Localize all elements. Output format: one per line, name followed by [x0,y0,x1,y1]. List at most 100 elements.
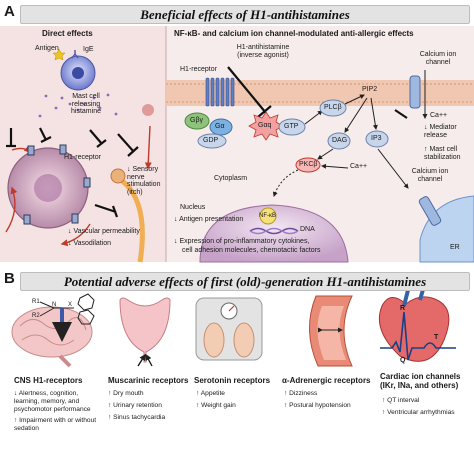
up-arrow-glyph: ↑ [108,390,112,397]
weight-scale-icon [195,297,263,361]
down-arrow-glyph: ↓ [68,228,72,235]
sensory-nerve-label: ↓ Sensory nerve stimulation (itch) [127,166,165,197]
up-arrow-glyph: ↑ [382,409,386,417]
list-item-text: Sinus tachycardia [113,414,166,422]
down-arrow-glyph: ↓ [174,216,178,223]
panel-b-title-bar: Potential adverse effects of first (old)… [20,272,470,291]
col-serotonin-title: Serotonin receptors [194,376,271,385]
mediator-release-text: Mediator release [424,124,457,139]
molecule-r1: R1 [32,299,40,305]
antihistamine-molecule [39,293,95,342]
cytoplasm-label: Cytoplasm [214,175,248,182]
ca-mid-label: Ca++ [350,163,368,170]
expression-label-2: cell adhesion molecules, chemotactic fac… [182,247,321,254]
h1-receptor-label-right: H1-receptor [180,66,217,73]
list-item-text: Ventricular arrhythmias [387,409,455,417]
list-item: ↑ Sinus tachycardia [108,414,165,422]
list-item-text: Appetite [200,390,225,397]
antigen-label: Antigen [35,45,59,52]
list-item-text: Urinary retention [113,402,162,410]
ecg-t: T [434,334,439,341]
ga-label: Gα [215,123,225,130]
mast-cell-label: Mast cell releasing histamine [71,93,101,116]
molecule-x: X [68,302,73,308]
nfkb-label: NF-κB [259,213,276,219]
up-arrow-glyph: ↑ [382,397,386,404]
plcb-label: PLCβ [324,104,342,111]
down-arrow-glyph: ↓ [127,166,131,173]
col-cns-items: ↓ Alertness, cognition, learning, memory… [14,390,104,433]
pip2-label: PIP2 [362,86,378,93]
down-arrow-glyph: ↓ [174,238,178,245]
up-arrow-glyph: ↑ [108,402,112,410]
up-arrow-glyph: ↑ [14,416,18,424]
antigen-presentation-text: Antigen presentation [179,216,244,223]
list-item: ↑ Appetite [196,390,236,398]
direct-effects-title: Direct effects [42,29,93,38]
panel-b-letter: B [4,270,15,287]
ecg-q: Q [400,357,406,364]
vascular-permeability-label: ↓ Vascular permeability [68,228,140,236]
calcium-channel-bottom [418,196,442,226]
list-item-text: Weight gain [201,402,236,410]
vasodilation-label: ↓ Vasodilation [68,240,111,248]
ca-top-label: Ca++ [430,112,448,119]
dna-helix [249,227,299,235]
list-item: ↑ Weight gain [196,402,236,410]
nfkb-complex [259,207,277,225]
list-item: ↑ Ventricular arrhythmias [382,409,468,417]
molecule-r2: R2 [32,313,40,319]
dna-label: DNA [300,226,315,233]
gby-label: Gβγ [190,117,203,124]
sensory-nerve [116,175,145,263]
list-item: ↑ Impairment with or without sedation [14,417,104,433]
antigen-icon [52,48,66,61]
up-arrow-glyph: ↑ [196,402,200,410]
mediator-release-label: ↓ Mediator release [424,124,470,139]
list-item: ↑ Dry mouth [108,390,165,398]
antigen-presentation-label: ↓ Antigen presentation [174,216,244,224]
er-label: ER [450,244,460,251]
panel-a-title: Beneficial effects of H1-antihistamines [140,6,350,22]
antihistamine-label: H1-antihistamine (inverse agonist) [236,44,290,59]
h1-receptor-label-left: H1-receptor [64,154,101,161]
ecg-trace [380,311,456,361]
calcium-channel-top [409,75,421,109]
list-item: ↓ Alertness, cognition, learning, memory… [14,390,104,415]
ip3-label: IP3 [371,135,382,142]
up-arrow-glyph: ↑ [284,390,288,397]
list-item: ↑ Dizziness [284,390,351,398]
mast-cell-stabilization-label: ↑ Mast cell stabilization [424,146,470,161]
list-item-text: Impairment with or without sedation [14,416,97,432]
mast-cell-stabilization-text: Mast cell stabilization [424,146,461,161]
expression-line-1: Expression of pro-inflammatory cytokines… [179,238,310,245]
pkcb-label: PKCβ [299,161,318,168]
list-item: ↑ Urinary retention [108,402,165,410]
col-adrenergic-title: α-Adrenergic receptors [282,376,371,385]
ige-label: IgE [83,46,94,53]
heart-icon [378,285,456,362]
list-item-text: Alertness, cognition, learning, memory, … [14,390,91,414]
list-item: ↑ Postural hypotension [284,402,351,410]
dag-label: DAG [332,137,348,144]
col-cardiac-title: Cardiac ion channels (IKr, INa, and othe… [380,372,461,391]
col-muscarinic-items: ↑ Dry mouth ↑ Urinary retention ↑ Sinus … [108,390,165,423]
nfkb-panel-title: NF-κB- and calcium ion channel-modulated… [174,29,414,38]
vascular-permeability-text: Vascular permeability [73,228,140,235]
panel-a-title-bar: Beneficial effects of H1-antihistamines [20,5,470,24]
nucleus-label: Nucleus [180,204,206,211]
up-arrow-glyph: ↑ [424,146,428,153]
gaq-burst [248,111,284,141]
calcium-channel-top-label: Calcium ion channel [419,51,457,66]
expression-label: ↓ Expression of pro-inflammatory cytokin… [174,238,309,246]
col-muscarinic-title: Muscarinic receptors [108,376,189,385]
gdp-label: GDP [203,137,219,144]
up-arrow-glyph: ↑ [284,402,288,410]
h1-receptor-graphic [205,77,235,107]
down-arrow-glyph: ↓ [424,124,428,131]
sensory-nerve-text: Sensory nerve stimulation (itch) [127,166,161,197]
list-item-text: Dry mouth [113,390,144,397]
list-item: ↑ QT interval [382,397,468,405]
down-arrow-glyph: ↓ [14,390,18,397]
bladder-icon [119,297,171,363]
